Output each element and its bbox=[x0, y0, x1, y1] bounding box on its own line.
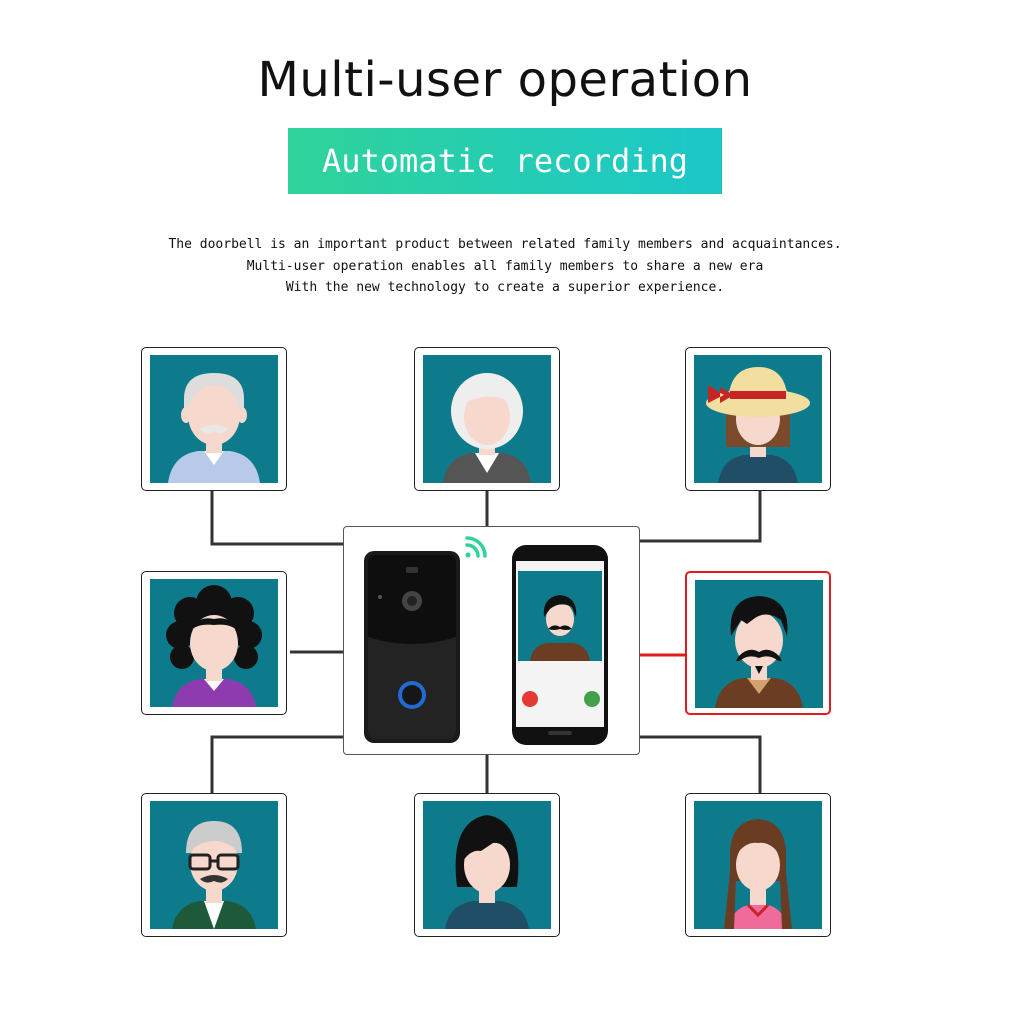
mustache-man-avatar-icon bbox=[695, 580, 823, 708]
grandmother-avatar-icon bbox=[423, 355, 551, 483]
device-illustration bbox=[364, 536, 608, 745]
description: The doorbell is an important product bet… bbox=[0, 234, 1010, 299]
wire-braided-girl bbox=[640, 735, 762, 795]
old-man-with-glasses-avatar-icon bbox=[150, 801, 278, 929]
video-doorbell-icon bbox=[364, 551, 460, 743]
girl-with-sun-hat-avatar-icon bbox=[694, 355, 822, 483]
user-card-short-hair-woman[interactable] bbox=[414, 793, 560, 937]
device-panel bbox=[343, 526, 640, 755]
description-line: With the new technology to create a supe… bbox=[285, 280, 725, 295]
user-card-curly-woman[interactable] bbox=[141, 571, 287, 715]
page-title: Multi-user operation bbox=[257, 52, 753, 108]
user-card-sunhat-girl[interactable] bbox=[685, 347, 831, 491]
smartphone-video-call-icon bbox=[512, 545, 608, 745]
user-card-grandfather[interactable] bbox=[141, 347, 287, 491]
grandfather-avatar-icon bbox=[150, 355, 278, 483]
feature-banner-label: Automatic recording bbox=[321, 142, 689, 180]
wire-sunhat-girl bbox=[640, 490, 762, 543]
wire-grandfather bbox=[210, 490, 343, 546]
feature-banner: Automatic recording bbox=[288, 128, 722, 194]
curly-hair-woman-avatar-icon bbox=[150, 579, 278, 707]
user-card-old-man-glasses[interactable] bbox=[141, 793, 287, 937]
description-line: Multi-user operation enables all family … bbox=[246, 258, 764, 274]
short-hair-woman-avatar-icon bbox=[423, 801, 551, 929]
user-card-grandmother[interactable] bbox=[414, 347, 560, 491]
wifi-icon bbox=[465, 536, 487, 558]
user-card-braided-girl[interactable] bbox=[685, 793, 831, 937]
wire-old-man bbox=[210, 735, 343, 795]
description-line: The doorbell is an important product bet… bbox=[168, 237, 842, 252]
braided-girl-avatar-icon bbox=[694, 801, 822, 929]
user-card-mustache-man[interactable] bbox=[685, 571, 831, 715]
